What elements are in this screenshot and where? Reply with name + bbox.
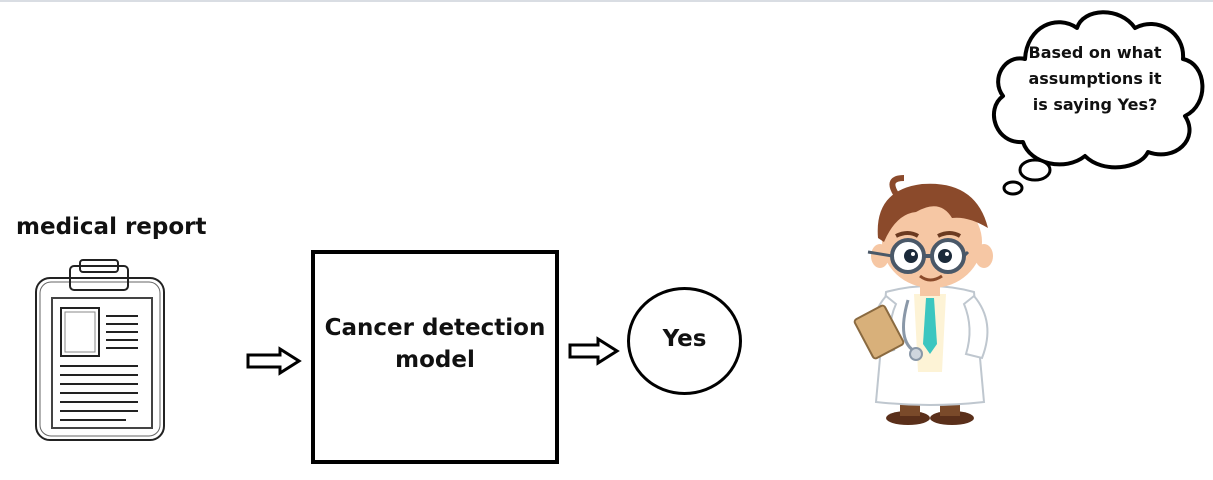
doctor-character-icon — [853, 175, 993, 425]
arrow-report-to-model — [246, 346, 302, 376]
clipboard-report-icon — [35, 259, 165, 441]
thought-cloud-icon — [992, 10, 1205, 196]
top-border — [0, 0, 1213, 2]
output-circle: Yes — [627, 287, 742, 395]
arrow-model-to-output — [568, 336, 620, 366]
cancer-detection-model-box: Cancer detection model — [311, 250, 559, 464]
medical-report-label: medical report — [16, 214, 207, 240]
thought-text: Based on what assumptions it is saying Y… — [1028, 43, 1162, 114]
output-label: Yes — [662, 326, 707, 352]
model-label: Cancer detection model — [324, 315, 546, 373]
